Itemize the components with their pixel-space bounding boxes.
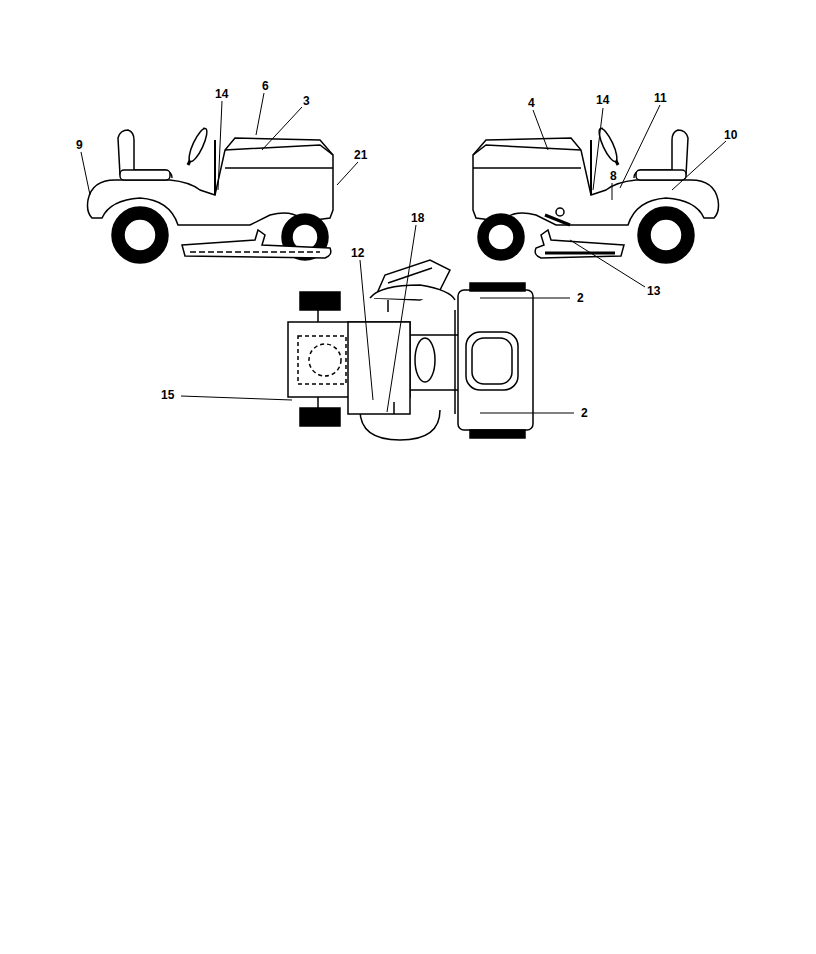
callout-number: 11	[654, 92, 667, 104]
callout-number: 8	[610, 170, 617, 182]
callout-number: 6	[262, 80, 269, 92]
callout-number: 14	[596, 94, 609, 106]
leader-lines	[81, 93, 726, 413]
callout-number: 18	[411, 212, 424, 224]
callout-number: 9	[76, 139, 83, 151]
callout-number: 14	[215, 88, 228, 100]
callout-number: 3	[303, 95, 310, 107]
callout-number: 4	[528, 97, 535, 109]
callout-number: 12	[351, 247, 364, 259]
right-side-view	[473, 127, 719, 263]
callout-number: 21	[354, 149, 367, 161]
callout-number: 10	[724, 129, 737, 141]
callout-number: 13	[647, 285, 660, 297]
callout-number: 15	[161, 389, 174, 401]
left-side-view	[88, 127, 334, 263]
callout-number: 2	[577, 292, 584, 304]
callout-number: 2	[581, 407, 588, 419]
